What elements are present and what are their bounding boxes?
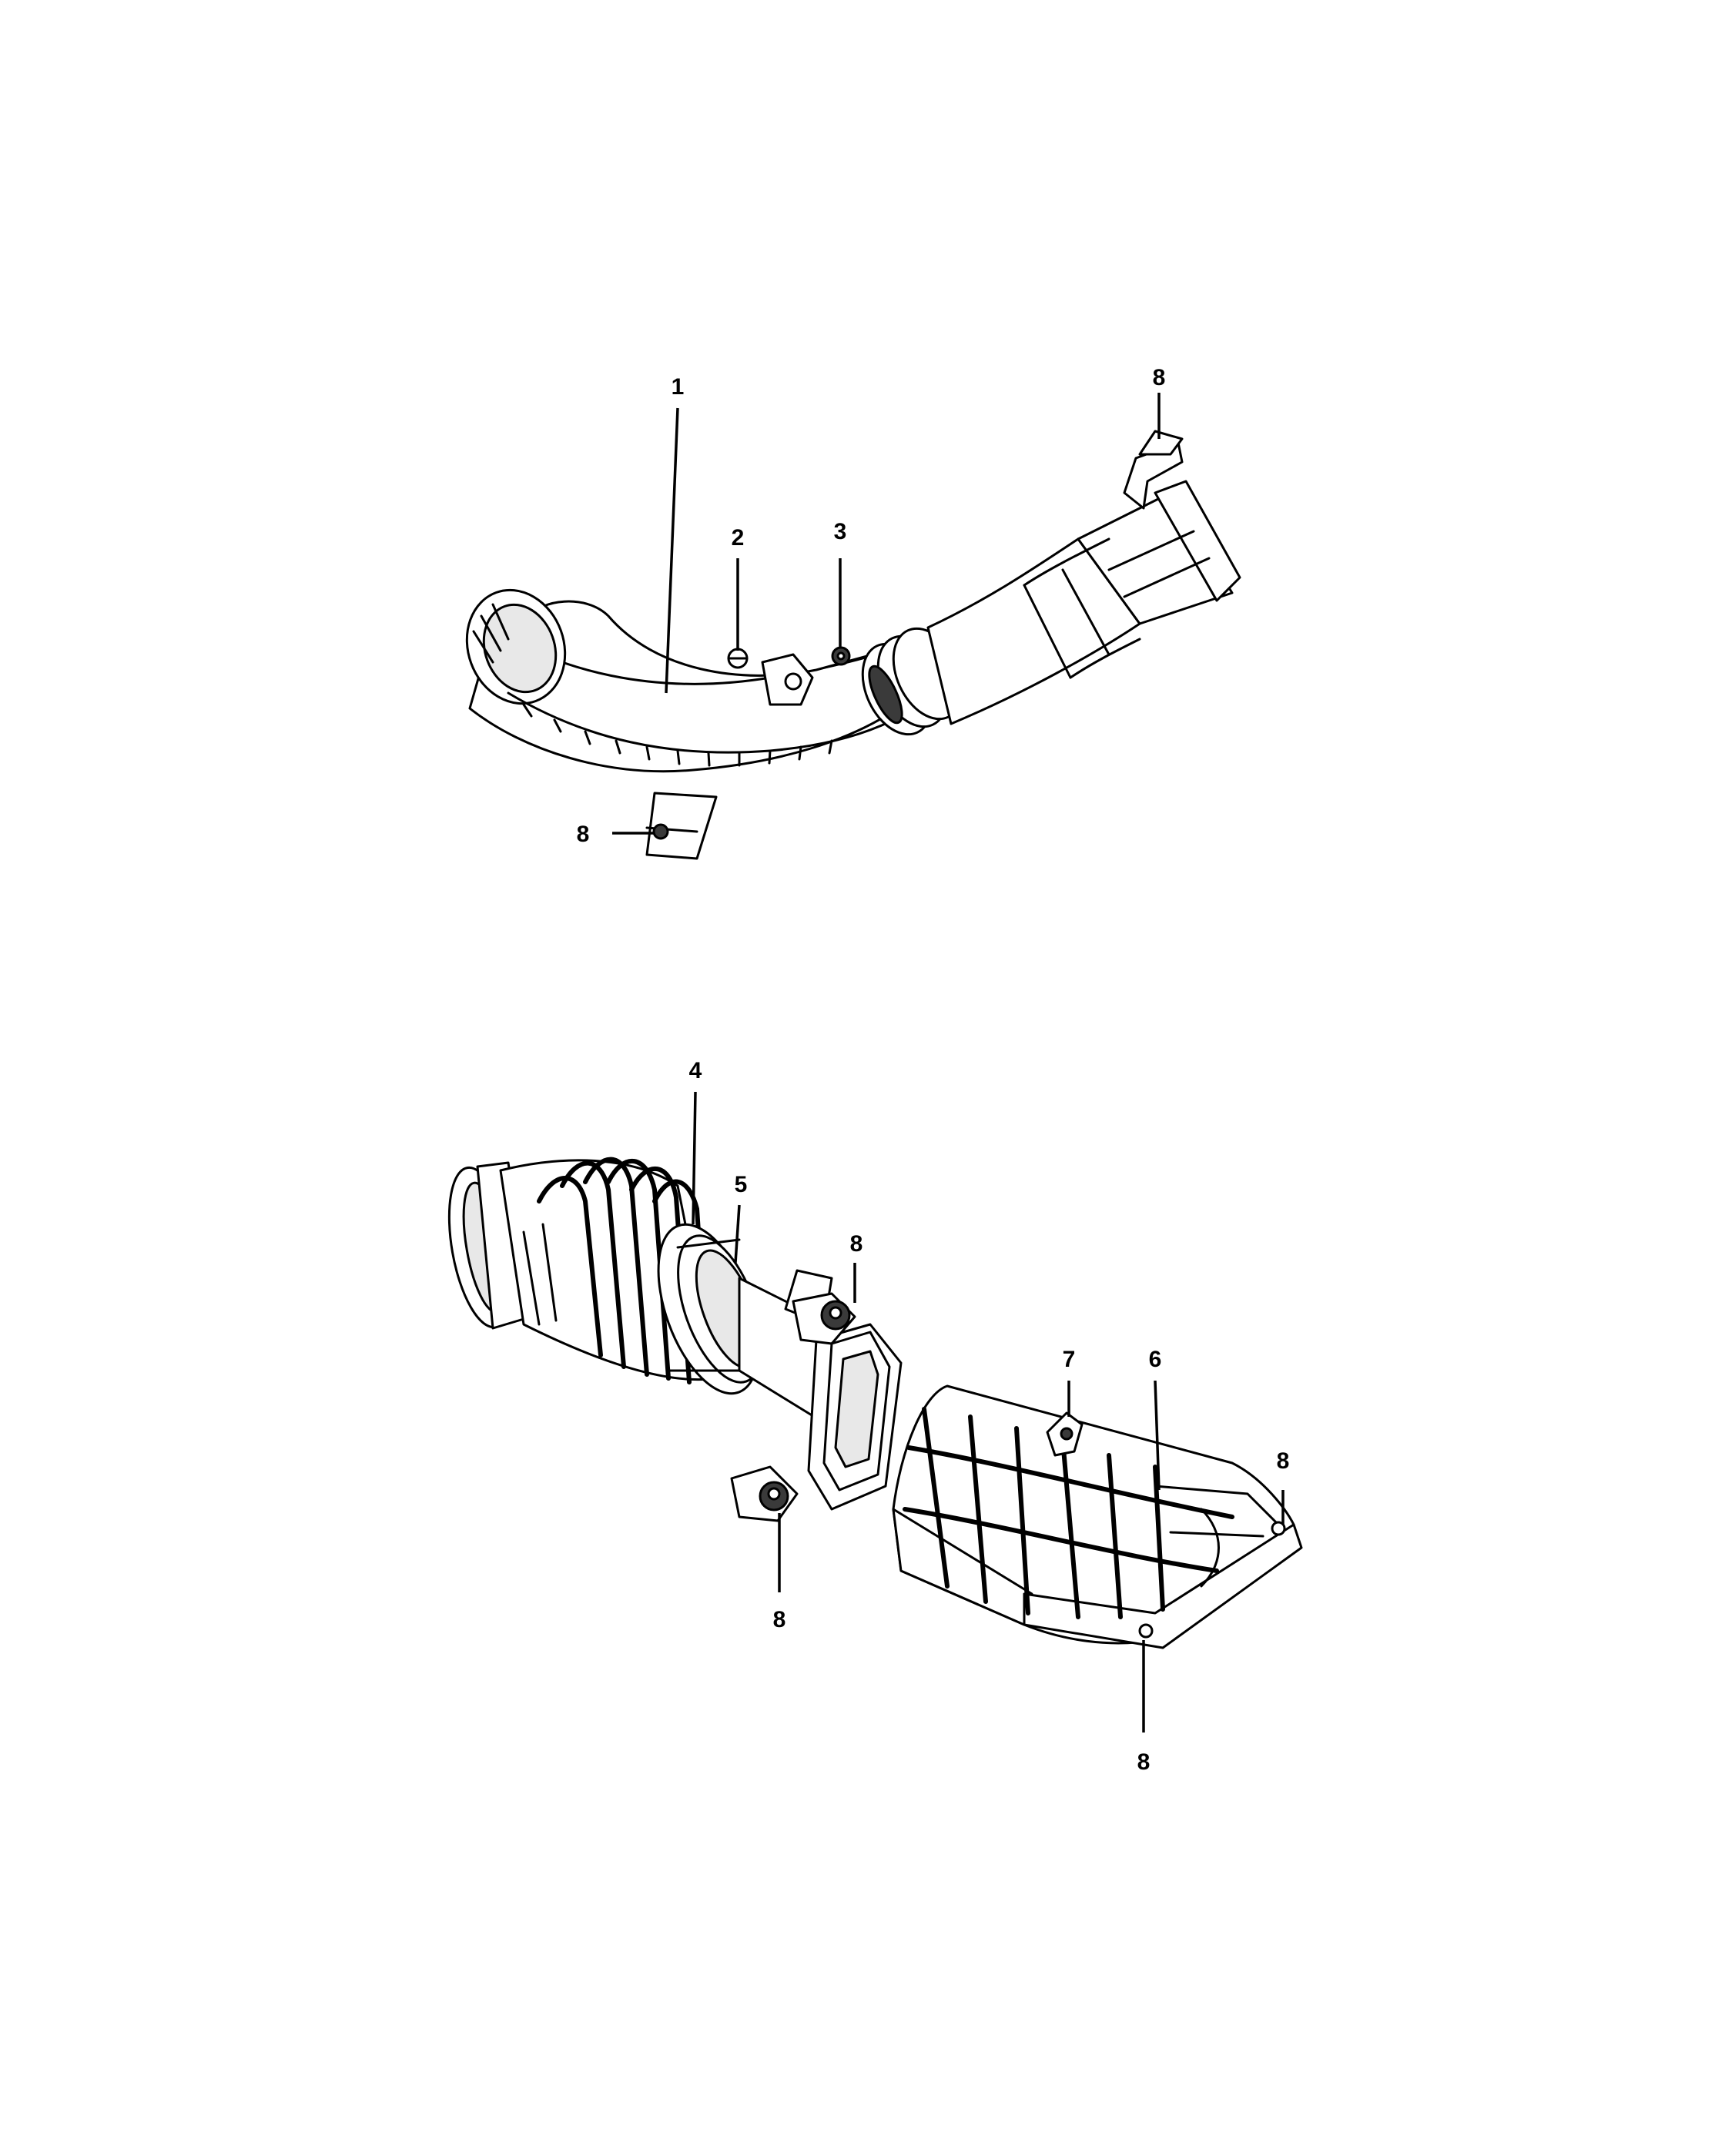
callout-8-lower-grommet: 8 <box>773 1607 786 1632</box>
callout-5: 5 <box>735 1172 748 1197</box>
callout-8-top-right: 8 <box>1153 365 1166 390</box>
callout-2: 2 <box>732 525 745 551</box>
callout-8-bracket: 8 <box>577 822 590 847</box>
callout-8-housing-bottom: 8 <box>1137 1749 1151 1775</box>
callout-4: 4 <box>689 1058 702 1083</box>
callout-8-upper-grommet: 8 <box>850 1231 863 1257</box>
air-cleaner-boot <box>447 1157 903 1522</box>
callout-1: 1 <box>672 374 685 400</box>
callout-8-housing-right: 8 <box>1277 1448 1290 1474</box>
callout-7: 7 <box>1063 1347 1076 1372</box>
callout-3: 3 <box>834 519 847 544</box>
callout-6: 6 <box>1149 1347 1162 1372</box>
air-inlet-duct <box>465 430 1241 860</box>
air-cleaner-housing <box>892 1384 1303 1649</box>
